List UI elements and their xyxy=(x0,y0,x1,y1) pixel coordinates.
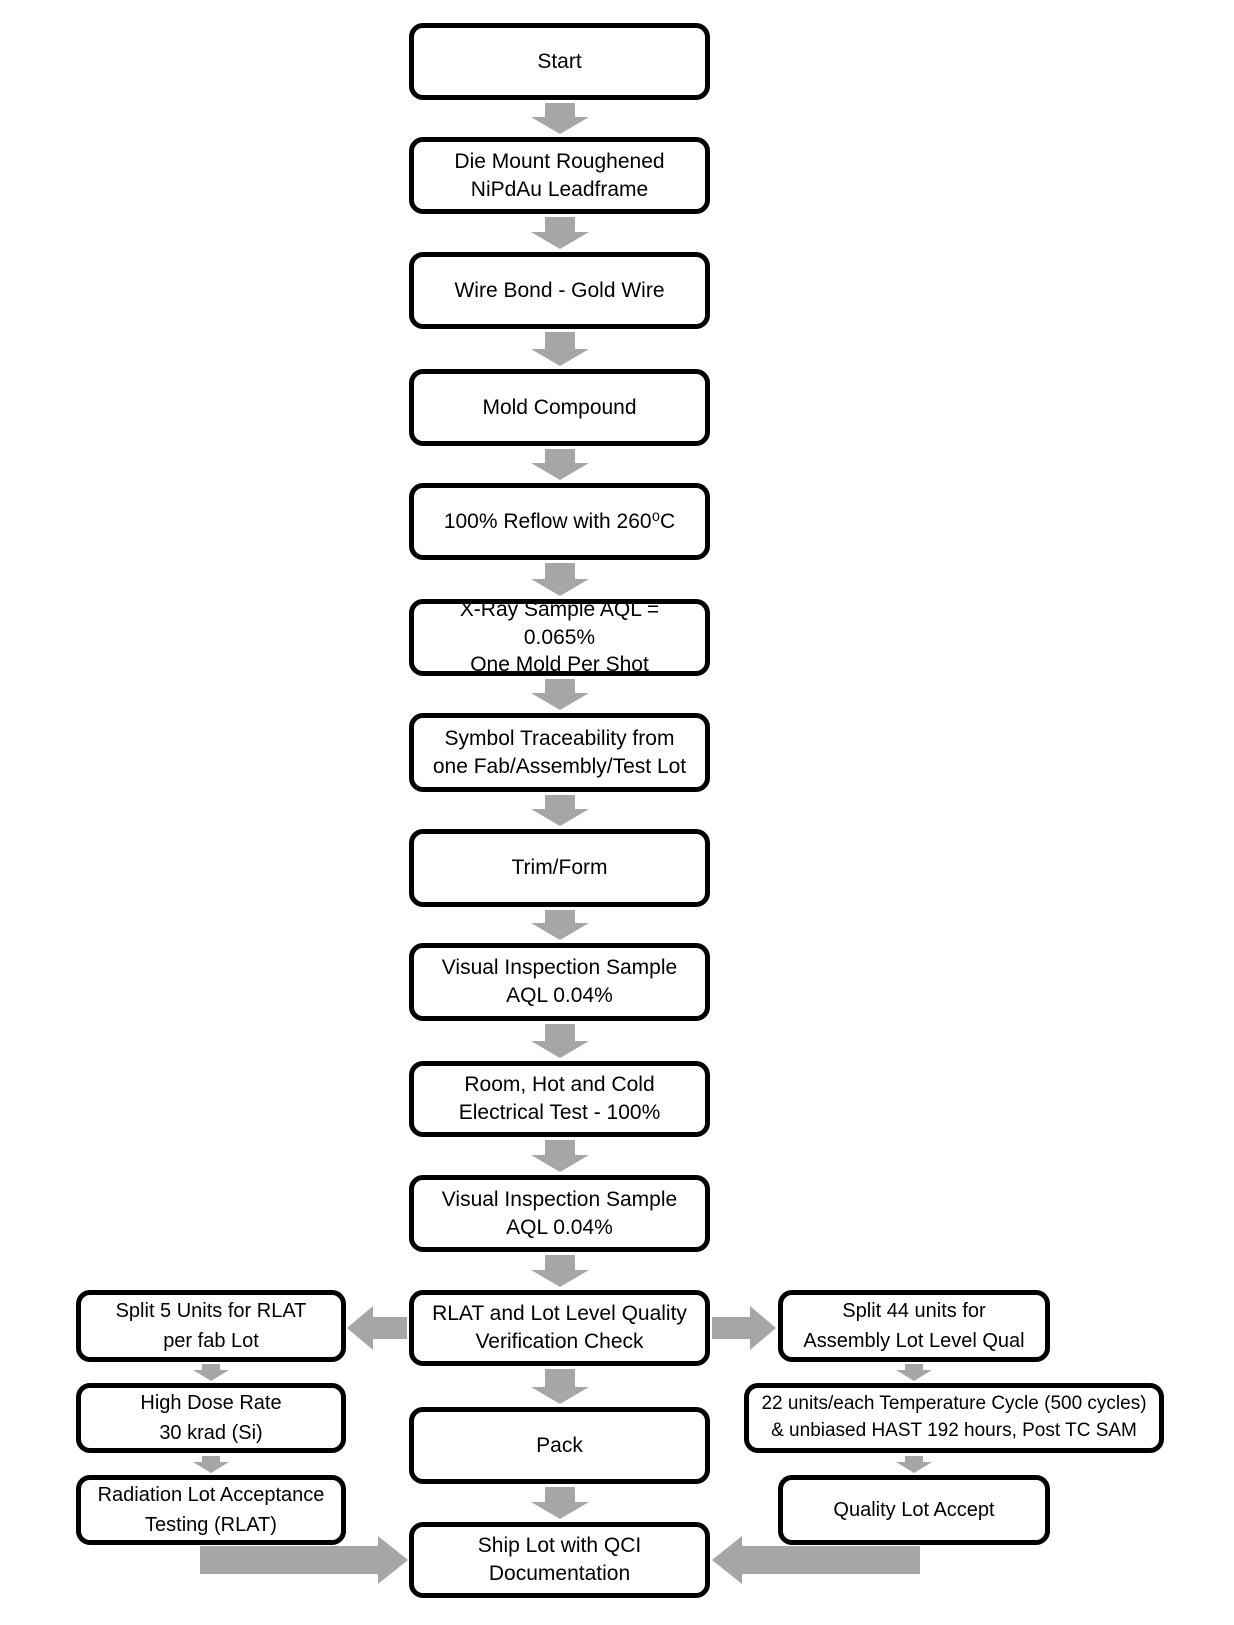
arrow-reflow-to-xray xyxy=(531,563,589,596)
arrow-visual-2-to-rlat-check xyxy=(531,1255,589,1287)
arrow-symbol-to-trim xyxy=(531,795,589,826)
arrow-rlat-check-to-split-5 xyxy=(347,1306,407,1350)
flow-node-high-dose-rate: High Dose Rate 30 krad (Si) xyxy=(76,1383,346,1453)
flow-node-visual-inspection-1: Visual Inspection Sample AQL 0.04% xyxy=(409,943,710,1021)
flow-node-wire-bond: Wire Bond - Gold Wire xyxy=(409,252,710,329)
flow-node-ship: Ship Lot with QCI Documentation xyxy=(409,1522,710,1598)
flow-node-electrical-test: Room, Hot and Cold Electrical Test - 100… xyxy=(409,1061,710,1137)
flow-node-split-5-rlat: Split 5 Units for RLAT per fab Lot xyxy=(76,1290,346,1362)
flow-node-split-44-qual: Split 44 units for Assembly Lot Level Qu… xyxy=(778,1290,1050,1362)
flow-node-reflow: 100% Reflow with 260⁰C xyxy=(409,483,710,560)
flow-node-pack: Pack xyxy=(409,1407,710,1484)
arrow-wire-bond-to-mold xyxy=(531,332,589,366)
flow-node-tc-hast: 22 units/each Temperature Cycle (500 cyc… xyxy=(744,1383,1164,1453)
flow-node-quality-lot-accept: Quality Lot Accept xyxy=(778,1475,1050,1545)
arrow-mold-to-reflow xyxy=(531,449,589,480)
flow-node-rlat-testing: Radiation Lot Acceptance Testing (RLAT) xyxy=(76,1475,346,1545)
arrow-pack-to-ship xyxy=(531,1487,589,1519)
flow-node-symbol-traceability: Symbol Traceability from one Fab/Assembl… xyxy=(409,713,710,792)
flow-node-mold-compound: Mold Compound xyxy=(409,369,710,446)
arrow-quality-accept-to-ship xyxy=(712,1536,920,1584)
arrow-rlat-check-to-pack xyxy=(531,1369,589,1404)
arrow-split-44-to-tc-hast xyxy=(896,1364,932,1381)
arrow-electrical-to-visual-2 xyxy=(531,1140,589,1172)
flow-node-visual-inspection-2: Visual Inspection Sample AQL 0.04% xyxy=(409,1175,710,1252)
arrow-start-to-die-mount xyxy=(531,103,589,134)
flow-node-xray-sample: X-Ray Sample AQL = 0.065% One Mold Per S… xyxy=(409,598,710,676)
arrow-die-mount-to-wire-bond xyxy=(531,217,589,249)
flow-node-die-mount: Die Mount Roughened NiPdAu Leadframe xyxy=(409,137,710,214)
flow-node-trim-form: Trim/Form xyxy=(409,829,710,907)
arrow-visual-1-to-electrical xyxy=(531,1024,589,1058)
arrow-high-dose-to-rlat-testing xyxy=(193,1456,229,1473)
arrow-split-5-to-high-dose xyxy=(193,1364,229,1381)
flow-node-start: Start xyxy=(409,23,710,100)
arrow-xray-to-symbol xyxy=(531,679,589,710)
arrow-tc-hast-to-quality-accept xyxy=(896,1456,932,1473)
arrow-rlat-testing-to-ship xyxy=(200,1536,408,1584)
arrow-rlat-check-to-split-44 xyxy=(712,1306,776,1350)
arrow-trim-to-visual-1 xyxy=(531,910,589,940)
flow-node-rlat-check: RLAT and Lot Level Quality Verification … xyxy=(409,1290,710,1366)
